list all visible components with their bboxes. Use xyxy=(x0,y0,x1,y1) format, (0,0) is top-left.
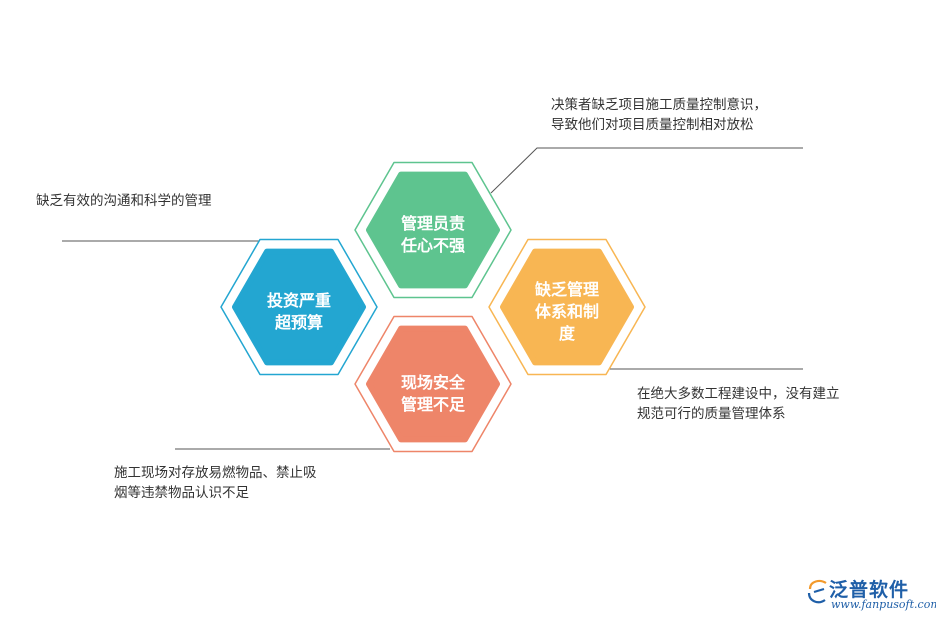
hexagon-left-line-1: 投资严重 xyxy=(266,291,331,310)
hexagon-label-top: 管理员责任心不强 xyxy=(378,185,488,285)
hexagon-right-line-1: 缺乏管理 xyxy=(534,280,599,299)
hexagon-bottom-line-2: 管理不足 xyxy=(400,395,465,414)
logo-name: 泛普软件 xyxy=(829,579,910,601)
connector-top-right xyxy=(490,147,803,194)
note-top-right-line-2: 导致他们对项目质量控制相对放松 xyxy=(551,117,754,133)
fanpu-logo xyxy=(807,579,827,604)
note-top-right: 决策者缺乏项目施工质量控制意识， 导致他们对项目质量控制相对放松 xyxy=(551,95,767,135)
hexagon-left-line-2: 超预算 xyxy=(274,313,323,332)
hexagon-text-bottom: 现场安全管理不足 xyxy=(401,372,465,416)
hexagon-label-right: 缺乏管理体系和制度 xyxy=(512,262,622,362)
hexagon-fill-right xyxy=(500,248,634,366)
note-top-right-line-1: 决策者缺乏项目施工质量控制意识， xyxy=(551,97,767,113)
note-bottom-right-line-2: 规范可行的质量管理体系 xyxy=(637,406,786,422)
note-bottom-left: 施工现场对存放易燃物品、禁止吸 烟等违禁物品认识不足 xyxy=(114,463,317,503)
hexagon-top-line-2: 任心不强 xyxy=(400,236,465,255)
hexagon-bottom-line-1: 现场安全 xyxy=(400,373,465,392)
hexagon-top-line-1: 管理员责 xyxy=(400,214,465,233)
hexagon-text-left: 投资严重超预算 xyxy=(267,290,331,334)
note-bottom-right-line-1: 在绝大多数工程建设中，没有建立 xyxy=(637,386,840,402)
note-top-left-line-1: 缺乏有效的沟通和科学的管理 xyxy=(36,193,212,209)
hexagon-text-top: 管理员责任心不强 xyxy=(401,213,465,257)
hexagon-fill-bottom xyxy=(366,325,500,443)
hexagon-right-line-2: 体系和制 xyxy=(534,302,599,321)
note-bottom-left-line-1: 施工现场对存放易燃物品、禁止吸 xyxy=(114,465,317,481)
note-bottom-right: 在绝大多数工程建设中，没有建立 规范可行的质量管理体系 xyxy=(637,384,840,424)
note-bottom-left-line-2: 烟等违禁物品认识不足 xyxy=(114,485,249,501)
logo-url: www.fanpusoft.com xyxy=(831,598,936,611)
hexagon-fill-left xyxy=(232,248,366,366)
hexagon-right-line-3: 度 xyxy=(558,324,575,343)
logo-icon xyxy=(807,579,827,604)
hexagon-label-left: 投资严重超预算 xyxy=(244,262,354,362)
hexagon-layer xyxy=(220,161,646,453)
hexagon-text-right: 缺乏管理体系和制度 xyxy=(535,279,599,345)
hexagon-fill-top xyxy=(366,171,500,289)
hexagon-label-bottom: 现场安全管理不足 xyxy=(378,344,488,444)
note-top-left: 缺乏有效的沟通和科学的管理 xyxy=(36,191,212,211)
